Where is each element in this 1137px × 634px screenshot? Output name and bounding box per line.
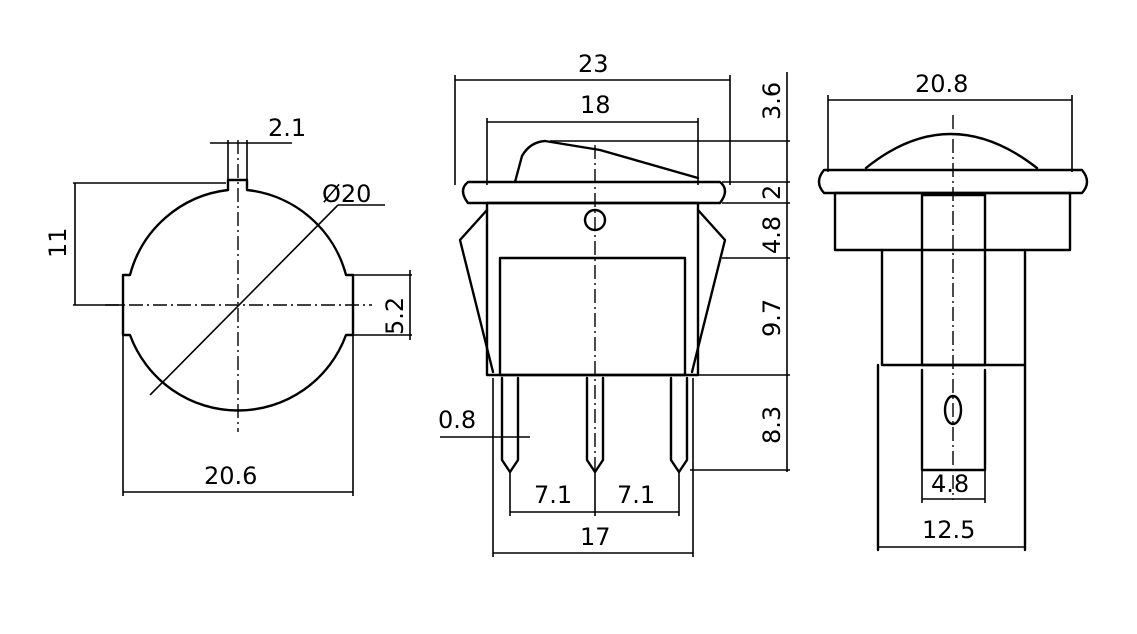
end-view: 20.8 4.8 12.5 bbox=[817, 70, 1089, 552]
flange bbox=[817, 168, 1089, 195]
panel-cutout-outline bbox=[121, 178, 355, 412]
dim-rocker-height: 3.6 bbox=[758, 82, 786, 120]
dim-notch-width: 2.1 bbox=[268, 114, 306, 142]
dim-upper-body: 4.8 bbox=[758, 216, 786, 254]
front-view: 2.1 11 Ø20 5.2 20.6 bbox=[44, 114, 412, 496]
dim-flat-width: 20.6 bbox=[204, 462, 257, 490]
lower-body bbox=[876, 363, 1027, 552]
terminal-right bbox=[669, 376, 689, 474]
flange bbox=[461, 180, 727, 205]
dim-flange-width: 23 bbox=[578, 50, 609, 78]
diameter-leader bbox=[149, 204, 339, 396]
dim-flange-width-end: 20.8 bbox=[915, 70, 968, 98]
dim-body-width: 18 bbox=[580, 91, 611, 119]
dim-pitch-left: 7.1 bbox=[534, 481, 572, 509]
rocker bbox=[513, 139, 700, 184]
dim-body-height: 9.7 bbox=[758, 299, 786, 337]
dim-flange-thickness: 2 bbox=[758, 185, 786, 200]
side-view: 23 18 3.6 2 4.8 9.7 8.3 0.8 7.1 7.1 17 bbox=[438, 50, 790, 557]
terminal-left bbox=[500, 376, 520, 474]
dim-flat-height: 5.2 bbox=[381, 297, 409, 335]
dim-terminal-span: 17 bbox=[580, 523, 611, 551]
dim-pitch-right: 7.1 bbox=[617, 481, 655, 509]
dim-height-to-center: 11 bbox=[44, 227, 72, 258]
dome bbox=[864, 132, 1039, 170]
dim-terminal-length: 8.3 bbox=[758, 406, 786, 444]
dim-diameter: Ø20 bbox=[322, 180, 371, 208]
body-inner bbox=[498, 256, 687, 377]
dim-terminal-width: 4.8 bbox=[931, 470, 969, 498]
clip-right bbox=[690, 208, 727, 374]
clip-left bbox=[458, 208, 495, 374]
dim-terminal-thickness: 0.8 bbox=[438, 406, 476, 434]
terminal-hole bbox=[943, 394, 963, 426]
dim-body-width-end: 12.5 bbox=[922, 516, 975, 544]
